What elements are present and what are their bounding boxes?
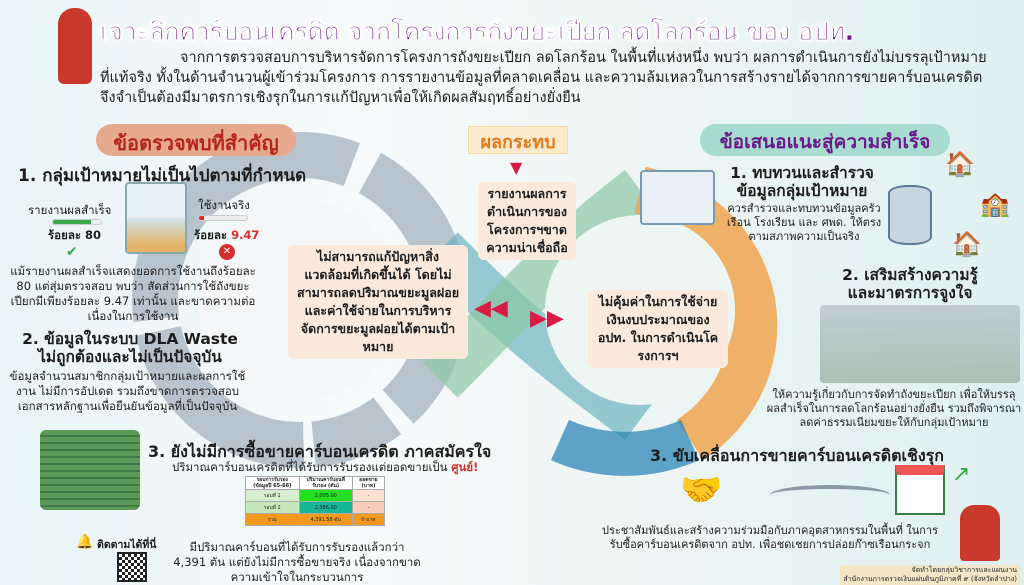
table-header: รอบการรับรอง (ข้อมูลปี 65-66) [245, 476, 300, 490]
cross-icon: ✕ [219, 244, 235, 260]
finding-2-body: ข้อมูลจำนวนสมาชิกกลุ่มเป้าหมายและผลการใช… [9, 369, 246, 413]
rec-1-body: ควรสำรวจและทบทวนข้อมูลครัวเรือน โรงเรียน… [726, 202, 882, 243]
shop-icon [895, 465, 945, 515]
reported-label: รายงานผลสำเร็จ [28, 203, 112, 217]
table-cell: รอบที่ 2 [245, 501, 300, 514]
mascot-illustration [58, 8, 92, 84]
finding-2-heading-line2: ไม่ถูกต้องและไม่เป็นปัจจุบัน [38, 348, 222, 366]
table-cell: - [351, 501, 386, 514]
table-cell: - [351, 489, 386, 502]
finding-2-heading-line1: 2. ข้อมูลในระบบ DLA Waste [22, 330, 238, 348]
impact-right-note: ไม่คุ้มค่าในการใช้จ่ายเงินงบประมาณของ อป… [588, 290, 728, 368]
rec-1-heading-line1: 1. ทบทวนและสำรวจ [730, 164, 874, 182]
finding-1-body: แม้รายงานผลสำเร็จแสดงยอดการใช้งานถึงร้อย… [10, 264, 256, 323]
carbon-credit-table: รอบการรับรอง (ข้อมูลปี 65-66)ปริมาณคาร์บ… [245, 476, 386, 526]
trend-up-arrow-icon: ↗ [952, 462, 971, 487]
city-illustration [820, 305, 1020, 383]
mascot-illustration [960, 505, 1000, 561]
rec-2-body: ให้ความรู้เกี่ยวกับการจัดทำถังขยะเปียก เ… [766, 388, 1022, 429]
table-cell: รอบที่ 1 [245, 489, 300, 502]
rec-3-heading: 3. ขับเคลื่อนการขายคาร์บอนเครดิตเชิงรุก [650, 446, 944, 465]
table-cell: รวม [245, 513, 300, 526]
document-window-illustration [640, 170, 715, 225]
table-cell: 0 บาท [351, 513, 386, 526]
house-icon: 🏠 [952, 230, 982, 258]
bell-icon: 🔔 [76, 534, 94, 550]
table-cell: 4,391.58 ตัน [298, 513, 353, 526]
table-header: ปริมาณคาร์บอนที่รับรอง (ตัน) [298, 476, 353, 490]
arrow-left-icon: ◀◀ [474, 296, 508, 321]
impact-center-note: รายงานผลการดำเนินการของโครงการฯขาดความน่… [478, 182, 576, 260]
check-icon: ✔ [66, 244, 78, 260]
bridge-illustration [770, 485, 890, 505]
intro-paragraph: จากการตรวจสอบการบริหารจัดการโครงการถังขย… [100, 50, 987, 106]
bin-illustration [125, 182, 187, 254]
recommendations-title: ข้อเสนอแนะสู่ความสำเร็จ [700, 124, 950, 156]
impact-left-note: ไม่สามารถแก้ปัญหาสิ่งแวดล้อมที่เกิดขึ้นไ… [288, 245, 468, 359]
table-cell: 2,005.00 [298, 489, 353, 502]
finding-3-sub: ปริมาณคาร์บอนเครดิตที่ได้รับการรับรองแต่… [172, 460, 448, 474]
rec-3-body: ประชาสัมพันธ์และสร้างความร่วมมือกับภาคอุ… [601, 524, 939, 551]
footer-line-2: สำนักงานการตรวจเงินแผ่นดินภูมิภาคที่ ๙ (… [843, 575, 1017, 583]
house-icon: 🏠 [945, 150, 975, 178]
findings-section-title: ข้อตรวจพบที่สำคัญ [96, 124, 296, 156]
reported-value: ร้อยละ 80 [48, 228, 102, 242]
rec-2-heading-line1: 2. เสริมสร้างความรู้ [842, 266, 978, 284]
finding-1-heading: 1. กลุ่มเป้าหมายไม่เป็นไปตามที่กำหนด [18, 166, 307, 186]
table-header: ยอดขาย (บาท) [351, 476, 386, 490]
money-stack-illustration [40, 430, 140, 510]
table-cell: 2,386.00 [298, 501, 353, 514]
database-icon [888, 185, 932, 245]
actual-value: 9.47 [231, 228, 260, 242]
qr-code[interactable] [117, 552, 147, 582]
actual-label: ใช้งานจริง [198, 198, 250, 212]
finding-3-zero: ศูนย์! [451, 460, 479, 474]
finding-3-heading: 3. ยังไม่มีการซื้อขายคาร์บอนเครดิต ภาคสม… [148, 442, 492, 461]
finding-3-body: มีปริมาณคาร์บอนที่ได้รับการรับรองแล้วกว่… [173, 540, 421, 584]
rec-1-heading-line2: ข้อมูลกลุ่มเป้าหมาย [736, 182, 868, 200]
footer-line-1: จัดทำโดยกลุ่มวิชาการและแผนงาน [911, 566, 1017, 574]
rec-2-heading-line2: และมาตรการจูงใจ [847, 284, 973, 302]
actual-prefix: ร้อยละ [194, 228, 228, 242]
handshake-icon: 🤝 [680, 470, 723, 510]
reported-progress-bar [52, 219, 102, 225]
arrow-down-icon: ▼ [510, 158, 523, 177]
page-title: เจาะลึกคาร์บอนเครดิต จากโครงการถังขยะเปี… [100, 17, 855, 46]
school-icon: 🏫 [980, 190, 1010, 218]
actual-progress-bar [198, 215, 248, 221]
impact-title: ผลกระทบ [468, 126, 568, 154]
arrow-right-icon: ▶▶ [530, 306, 564, 331]
follow-label: ติดตามได้ที่นี่ [97, 539, 157, 551]
